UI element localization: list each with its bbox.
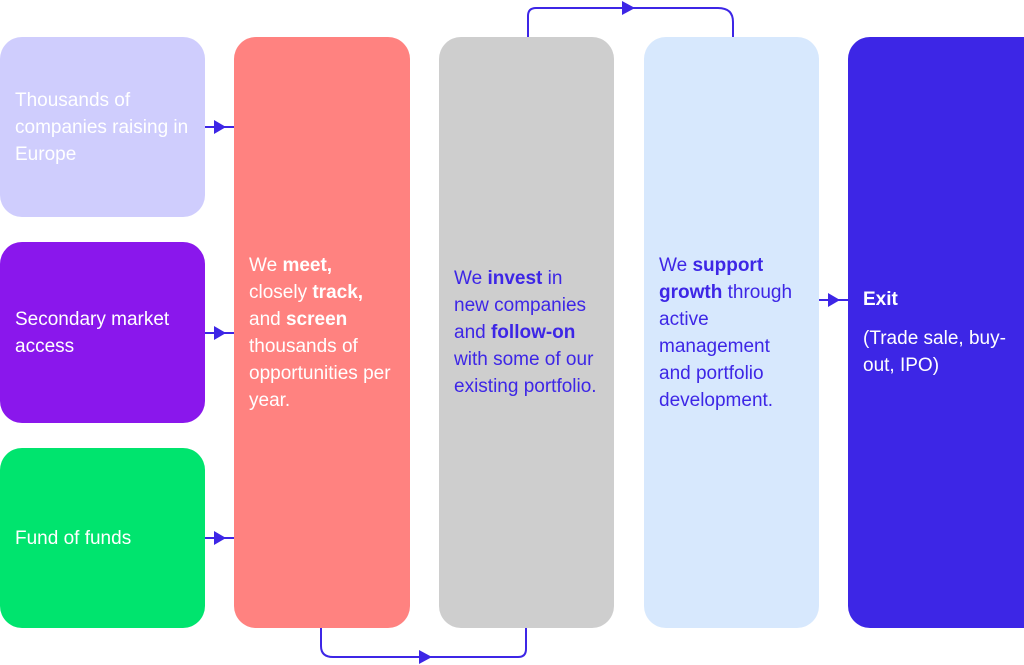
loop-top (527, 7, 734, 37)
arrowhead-icon (214, 531, 226, 545)
arrowhead-icon (214, 120, 226, 134)
screen-text: We meet, closely track, and screen thous… (249, 254, 391, 411)
source-label: Secondary market access (15, 308, 170, 357)
arrowhead-icon (828, 293, 840, 307)
arrowhead-icon (214, 326, 226, 340)
source-label: Thousands of companies raising in Europe (15, 89, 189, 165)
invest-stage-box: We invest in new companies and follow-on… (439, 37, 614, 628)
arrowhead-icon (419, 650, 432, 664)
invest-text: We invest in new companies and follow-on… (454, 268, 597, 397)
support-text: We support growth through active managem… (659, 254, 793, 411)
exit-title: Exit (863, 289, 898, 310)
screen-stage-box: We meet, closely track, and screen thous… (234, 37, 410, 628)
source-companies-box: Thousands of companies raising in Europe (0, 37, 205, 217)
exit-detail: (Trade sale, buy-out, IPO) (863, 328, 1006, 376)
support-stage-box: We support growth through active managem… (644, 37, 819, 628)
exit-stage-box: Exit (Trade sale, buy-out, IPO) (848, 37, 1024, 628)
source-secondary-box: Secondary market access (0, 242, 205, 423)
arrowhead-icon (622, 1, 635, 15)
source-fof-box: Fund of funds (0, 448, 205, 628)
source-label: Fund of funds (15, 527, 132, 549)
